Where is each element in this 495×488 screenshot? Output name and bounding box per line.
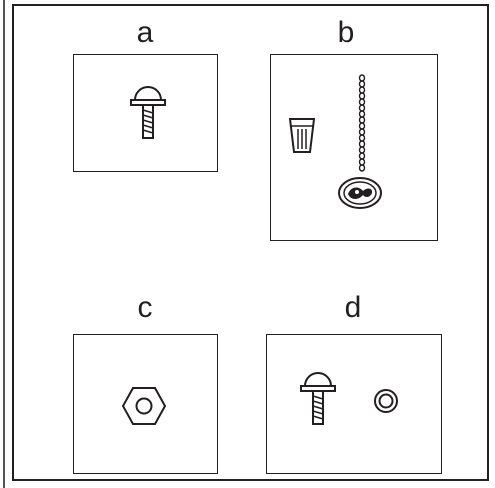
screw-icon [130, 86, 166, 139]
panel-d [266, 334, 442, 474]
left-edge-rule [3, 0, 5, 488]
pull-chain-icon [338, 74, 382, 209]
hex-nut-icon [121, 387, 167, 425]
panel-d-label: d [344, 291, 362, 324]
diagram-frame [12, 4, 489, 481]
panel-b-label: b [337, 16, 355, 49]
wire-connector-icon [288, 118, 316, 153]
panel-a-label: a [136, 16, 154, 49]
panel-a [73, 54, 218, 172]
washer-icon [374, 389, 398, 413]
panel-c-label: c [137, 291, 153, 324]
screw-icon [300, 372, 336, 425]
